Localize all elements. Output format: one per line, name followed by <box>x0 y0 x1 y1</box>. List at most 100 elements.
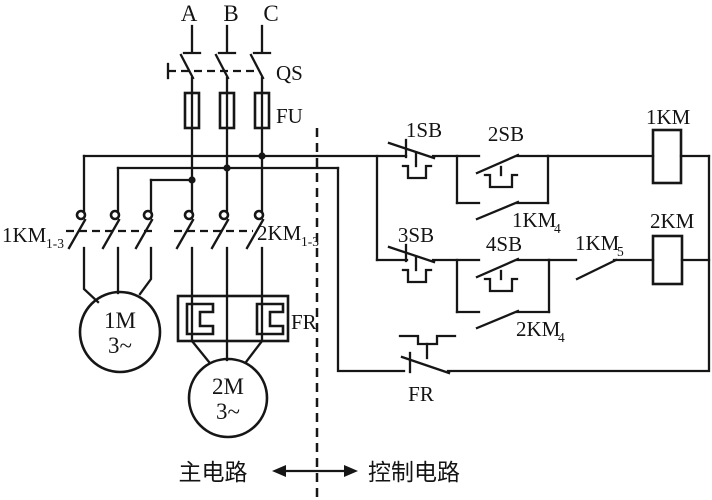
km1-seq-blade <box>575 258 618 281</box>
motor2-circle <box>187 357 269 439</box>
fuse-c <box>253 91 271 130</box>
km1-aux-sub: 4 <box>554 221 561 236</box>
contact-blade <box>175 218 195 250</box>
contact-blade <box>101 218 121 250</box>
motor2-name: 2M <box>212 374 244 399</box>
contact-hook <box>75 209 87 221</box>
qs-blade-b <box>214 53 230 80</box>
km1-contacts-label: 1KM <box>2 223 47 247</box>
km1-seq-label: 1KM <box>575 231 620 255</box>
fr-main-label: FR <box>291 310 317 334</box>
fr-element-bracket <box>398 334 457 346</box>
fr-thermal-relay: FR <box>176 294 317 364</box>
phase-c-label: C <box>263 1 278 26</box>
contact-hook <box>183 209 195 221</box>
motor-2m: 2M 3~ <box>187 357 269 439</box>
motor1-lead-3 <box>138 246 153 296</box>
fuse-b <box>218 91 236 130</box>
start-button-2sb-branch: 2SB 1KM 4 <box>431 122 561 236</box>
fr-nc-contact: FR <box>398 334 457 406</box>
stop-button-3sb: 3SB <box>375 223 436 284</box>
contact-hook <box>142 209 154 221</box>
km2-aux-sub: 4 <box>558 330 565 345</box>
motor1-lead-1 <box>82 246 100 304</box>
km2-contacts-label: 2KM <box>257 221 302 245</box>
contactor-coil-1km: 1KM <box>546 105 711 185</box>
arrow-left-head <box>272 465 286 477</box>
km2-main-contacts: 2KM 1-3 <box>174 209 319 343</box>
km2-coil-label: 2KM <box>650 209 695 233</box>
sb4-actuator <box>483 277 519 293</box>
km1-sequence-contact: 1KM 5 <box>547 231 655 281</box>
km2-coil <box>651 234 684 286</box>
motor1-circle <box>78 290 162 374</box>
km1-main-contacts: 1KM 1-3 <box>2 209 157 304</box>
bottom-captions: 主电路 控制电路 <box>179 460 461 485</box>
start-button-4sb-branch: 4SB 2KM 4 <box>431 232 565 345</box>
contact-blade <box>134 218 154 250</box>
sb1-blade <box>387 141 436 160</box>
control-return-rail <box>336 166 406 373</box>
motor1-type: 3~ <box>108 333 132 358</box>
arrow-right-head <box>344 465 358 477</box>
sb4-label: 4SB <box>486 232 522 256</box>
contact-hook <box>109 209 121 221</box>
sb2-label: 2SB <box>488 122 524 146</box>
fr-blade <box>400 355 451 375</box>
junction-dot-a <box>188 176 196 184</box>
motor-1m: 1M 3~ <box>78 290 162 374</box>
fu-fuses: FU <box>183 76 303 213</box>
fr-heater-element-2 <box>255 302 285 336</box>
contact-hook <box>218 209 230 221</box>
fr-contact-label: FR <box>408 382 434 406</box>
contactor-coil-2km: 2KM <box>650 209 711 286</box>
junction-dot-c <box>258 152 266 160</box>
sb1-actuator <box>401 164 433 180</box>
contact-blade <box>245 218 265 250</box>
sb3-actuator <box>401 268 433 284</box>
motor2-lead-3 <box>244 339 264 364</box>
main-circuit-caption: 主电路 <box>179 460 248 485</box>
qs-disconnect-switch: QS <box>166 53 303 85</box>
phase-a-label: A <box>181 1 198 26</box>
contact-blade <box>210 218 230 250</box>
fuse-a <box>183 91 201 130</box>
km1-aux-blade <box>475 200 520 221</box>
km2-aux-blade <box>475 309 520 330</box>
phase-c-terminal <box>252 24 272 55</box>
sb2-blade <box>475 153 520 175</box>
phase-a-terminal <box>182 24 202 55</box>
fr-box <box>176 294 290 343</box>
motor2-type: 3~ <box>216 399 240 424</box>
motor1-name: 1M <box>104 308 136 333</box>
fr-heater-element-1 <box>185 302 215 336</box>
bus-wiring <box>82 152 408 213</box>
km2-aux-label: 2KM <box>516 317 561 341</box>
phase-b-label: B <box>223 1 238 26</box>
contact-blade <box>67 218 87 250</box>
km1-coil <box>651 128 683 185</box>
sb2-actuator <box>483 173 519 189</box>
km1-coil-label: 1KM <box>646 105 691 129</box>
sb1-label: 1SB <box>406 118 442 142</box>
sb3-label: 3SB <box>398 223 434 247</box>
stop-button-1sb: 1SB <box>387 118 442 180</box>
sb4-blade <box>475 257 520 279</box>
qs-label: QS <box>276 61 303 85</box>
sb3-blade <box>387 245 436 264</box>
control-circuit-caption: 控制电路 <box>368 460 460 485</box>
km1-seq-sub: 5 <box>617 244 624 259</box>
km1-aux-label: 1KM <box>512 208 557 232</box>
km2-contacts-sub: 1-3 <box>301 234 319 249</box>
junction-dot-b <box>223 164 231 172</box>
control-right-rail <box>446 154 711 373</box>
phase-b-terminal <box>217 24 237 55</box>
km1-contacts-sub: 1-3 <box>46 236 64 251</box>
contact-hook <box>253 209 265 221</box>
qs-blade-c <box>249 53 265 80</box>
qs-blade-a <box>179 53 195 80</box>
fu-label: FU <box>276 104 303 128</box>
motor2-lead-1 <box>190 339 211 364</box>
